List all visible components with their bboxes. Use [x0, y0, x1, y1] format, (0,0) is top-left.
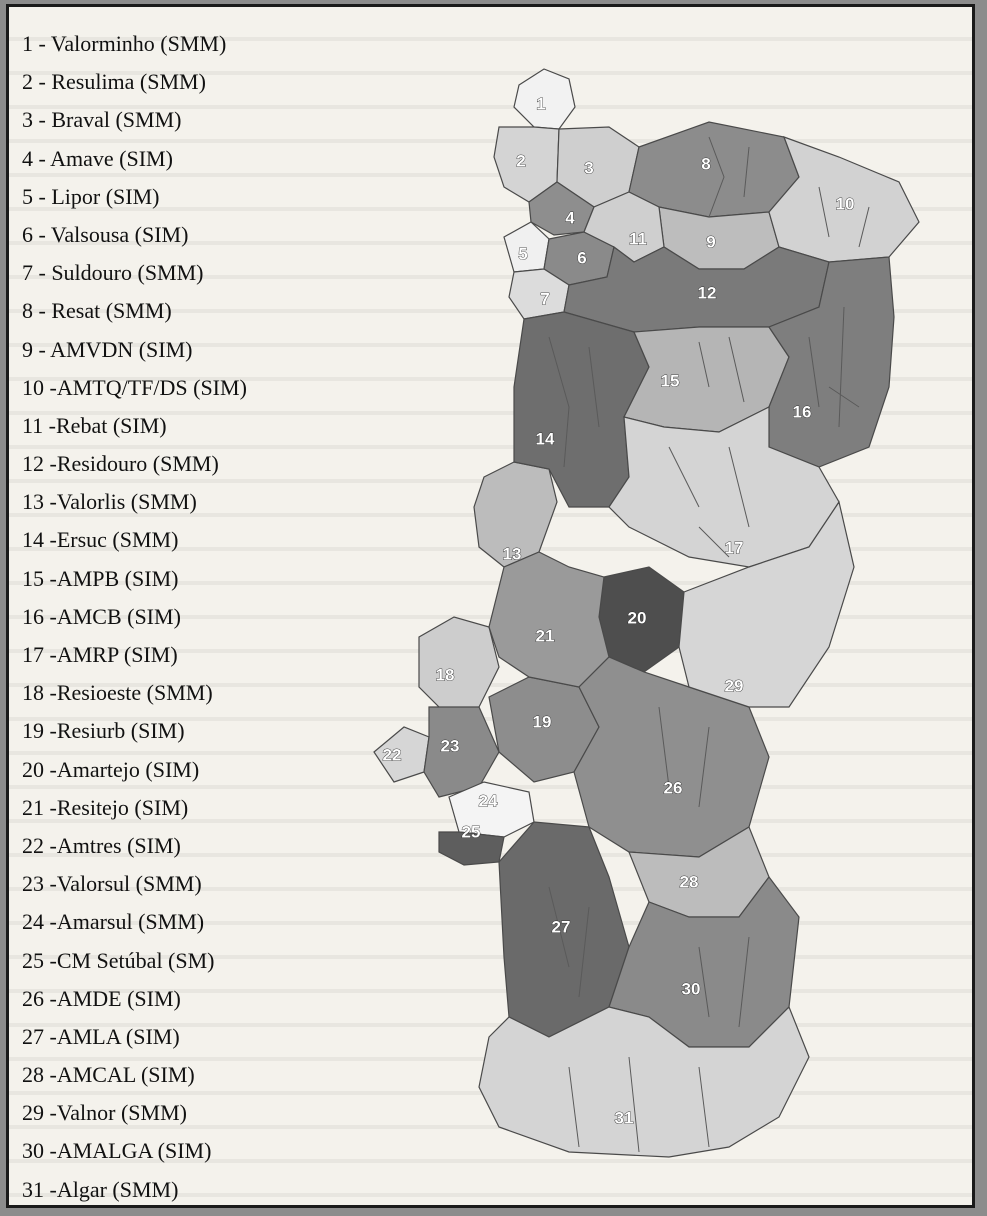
map-label-1: 1: [536, 94, 545, 113]
map-label-10: 10: [836, 194, 855, 213]
legend-item: 26 -AMDE (SIM): [22, 985, 181, 1011]
map-label-18: 18: [436, 665, 455, 684]
legend-item: 23 -Valorsul (SMM): [22, 871, 202, 897]
legend-item: 9 - AMVDN (SIM): [22, 336, 193, 362]
internal-border-lines: [548, 136, 870, 1153]
map-label-14: 14: [536, 429, 555, 448]
legend-item: 25 -CM Setúbal (SM): [22, 947, 215, 973]
legend-list: 1 - Valorminho (SMM) 2 - Resulima (SMM) …: [22, 25, 462, 1205]
legend-item: 3 - Braval (SMM): [22, 107, 182, 133]
map-label-29: 29: [725, 676, 744, 695]
map-figure-frame: 1 2 3 4 5 6 7 8 9 10 11 12 13 14 15 16 1…: [6, 4, 975, 1208]
map-label-22: 22: [383, 745, 402, 764]
legend-item: 12 -Residouro (SMM): [22, 451, 219, 477]
legend-item: 8 - Resat (SMM): [22, 298, 172, 324]
legend-item: 6 - Valsousa (SIM): [22, 221, 189, 247]
legend-item: 20 -Amartejo (SIM): [22, 756, 200, 782]
legend-item: 11 -Rebat (SIM): [22, 412, 167, 438]
legend-item: 5 - Lipor (SIM): [22, 183, 160, 209]
region-29: [678, 500, 855, 708]
legend-item: 24 -Amarsul (SMM): [22, 909, 205, 935]
map-label-25: 25: [462, 822, 481, 841]
legend-item: 4 - Amave (SIM): [22, 145, 173, 171]
region-18: [418, 616, 500, 713]
region-23: [423, 706, 500, 798]
map-label-21: 21: [536, 626, 555, 645]
map-label-7: 7: [540, 289, 549, 308]
legend-item: 30 -AMALGA (SIM): [22, 1138, 212, 1164]
map-label-13: 13: [503, 544, 522, 563]
map-label-4: 4: [565, 208, 575, 227]
legend-item: 2 - Resulima (SMM): [22, 69, 206, 95]
map-label-30: 30: [682, 979, 701, 998]
map-label-28: 28: [680, 872, 699, 891]
map-label-3: 3: [584, 158, 593, 177]
legend-item: 21 -Resitejo (SIM): [22, 794, 189, 820]
region-21: [488, 551, 610, 688]
map-label-2: 2: [516, 151, 525, 170]
map-label-8: 8: [701, 154, 710, 173]
legend-item: 1 - Valorminho (SMM): [22, 31, 227, 56]
portugal-map: 1 2 3 4 5 6 7 8 9 10 11 12 13 14 15 16 1…: [373, 68, 920, 1158]
legend-item: 17 -AMRP (SIM): [22, 642, 178, 667]
map-label-12: 12: [698, 283, 717, 302]
legend-item: 22 -Amtres (SIM): [22, 832, 181, 858]
map-label-23: 23: [441, 736, 460, 755]
map-label-24: 24: [479, 791, 498, 810]
legend-item: 27 -AMLA (SIM): [22, 1023, 180, 1049]
map-label-16: 16: [793, 402, 812, 421]
map-label-5: 5: [518, 244, 527, 263]
map-label-6: 6: [577, 248, 586, 267]
map-label-27: 27: [552, 917, 571, 936]
legend-item: 29 -Valnor (SMM): [22, 1100, 187, 1126]
legend-item: 7 - Suldouro (SMM): [22, 260, 204, 286]
map-label-9: 9: [706, 232, 715, 251]
region-16: [768, 256, 895, 468]
map-label-26: 26: [664, 778, 683, 797]
region-31: [478, 1005, 810, 1158]
legend-item: 16 -AMCB (SIM): [22, 603, 181, 629]
map-label-17: 17: [725, 538, 744, 557]
legend-item: 10 -AMTQ/TF/DS (SIM): [22, 374, 247, 400]
map-label-31: 31: [615, 1108, 634, 1127]
legend-item: 14 -Ersuc (SMM): [22, 527, 179, 553]
legend-item: 15 -AMPB (SIM): [22, 565, 179, 591]
map-label-20: 20: [628, 608, 647, 627]
legend-item: 31 -Algar (SMM): [22, 1176, 179, 1202]
region-1: [513, 68, 576, 130]
legend-item: 13 -Valorlis (SMM): [22, 489, 197, 515]
legend-item: 18 -Resioeste (SMM): [22, 680, 213, 706]
map-label-15: 15: [661, 371, 680, 390]
legend-item: 28 -AMCAL (SIM): [22, 1062, 195, 1088]
map-label-19: 19: [533, 712, 552, 731]
map-label-11: 11: [629, 229, 647, 248]
legend-item: 19 -Resiurb (SIM): [22, 718, 185, 744]
